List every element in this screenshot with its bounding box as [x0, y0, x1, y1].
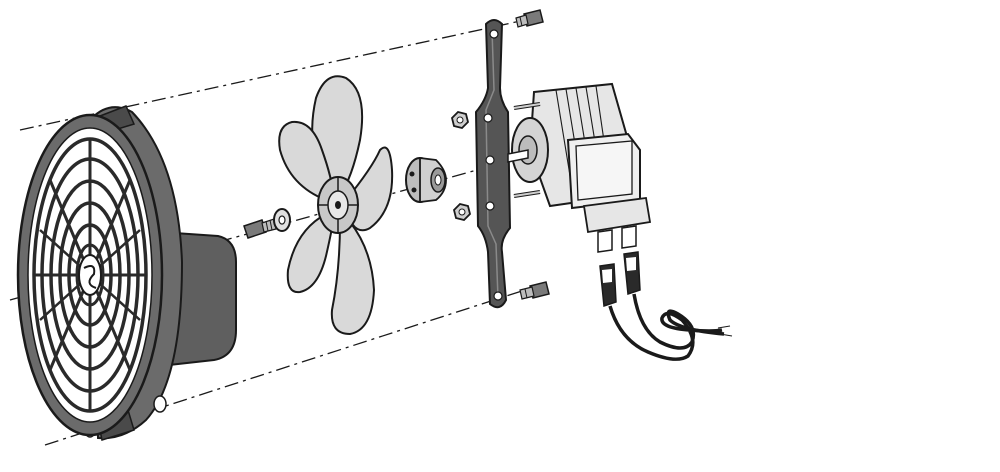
fan-blade-icon	[278, 75, 394, 336]
screw-icon	[519, 281, 550, 300]
bracket-icon	[474, 19, 512, 309]
nut-icon	[453, 203, 471, 221]
wire-connector-icon	[599, 251, 733, 361]
fan-housing	[16, 105, 237, 441]
hub-icon	[405, 156, 447, 204]
motor-icon	[507, 82, 652, 253]
screw-icon	[243, 218, 277, 239]
guard-center-badge	[78, 254, 102, 296]
nut-icon	[451, 111, 469, 129]
screw-icon	[515, 9, 544, 28]
washer-icon	[273, 208, 291, 232]
